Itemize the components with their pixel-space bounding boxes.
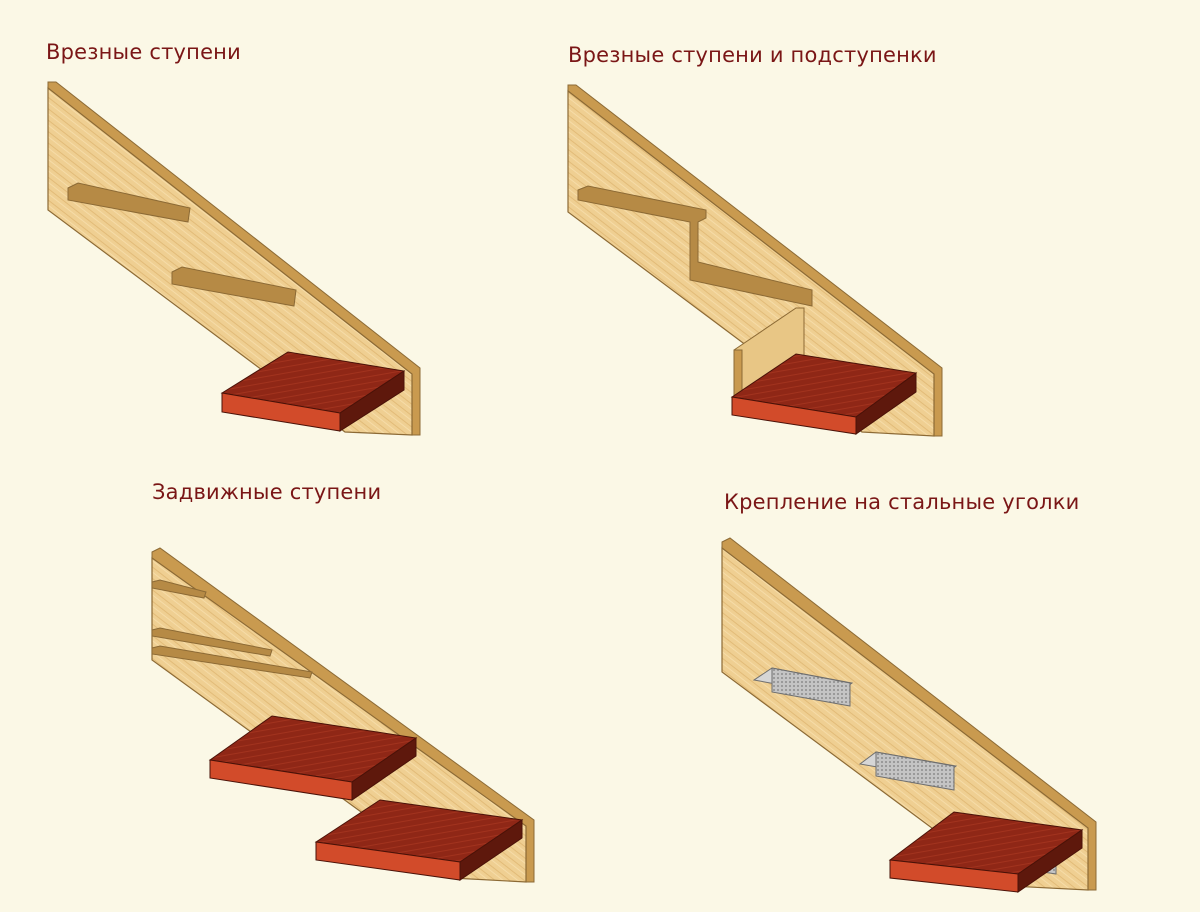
sliding-groove (151, 627, 273, 657)
tread-side (339, 370, 405, 432)
panel-inset-steps-and-risers (567, 84, 943, 437)
sliding-groove (151, 645, 313, 679)
tread-side (855, 372, 917, 435)
stringer-board (567, 89, 935, 437)
panel-inset-steps (47, 81, 421, 436)
caption-sliding-steps: Задвижные ступени (152, 480, 382, 504)
steel-angle-bracket (875, 751, 955, 791)
tread-groove (171, 266, 297, 307)
tread-side (351, 737, 417, 801)
caption-steel-angle-mounting: Крепление на стальные уголки (724, 490, 1080, 514)
sliding-groove (151, 579, 207, 599)
panel-steel-angle-mounting (721, 537, 1097, 893)
panel-sliding-steps (151, 547, 535, 883)
caption-inset-steps-and-risers: Врезные ступени и подступенки (568, 43, 937, 67)
caption-inset-steps: Врезные ступени (46, 40, 241, 64)
stringer-board (47, 86, 413, 436)
stringer-board (721, 546, 1089, 891)
steel-angle-bracket (771, 667, 851, 707)
tread-side (1017, 829, 1083, 893)
tread-side (459, 819, 523, 881)
stepped-groove (577, 185, 813, 307)
tread-groove (67, 182, 191, 223)
stringer-board (151, 556, 527, 883)
